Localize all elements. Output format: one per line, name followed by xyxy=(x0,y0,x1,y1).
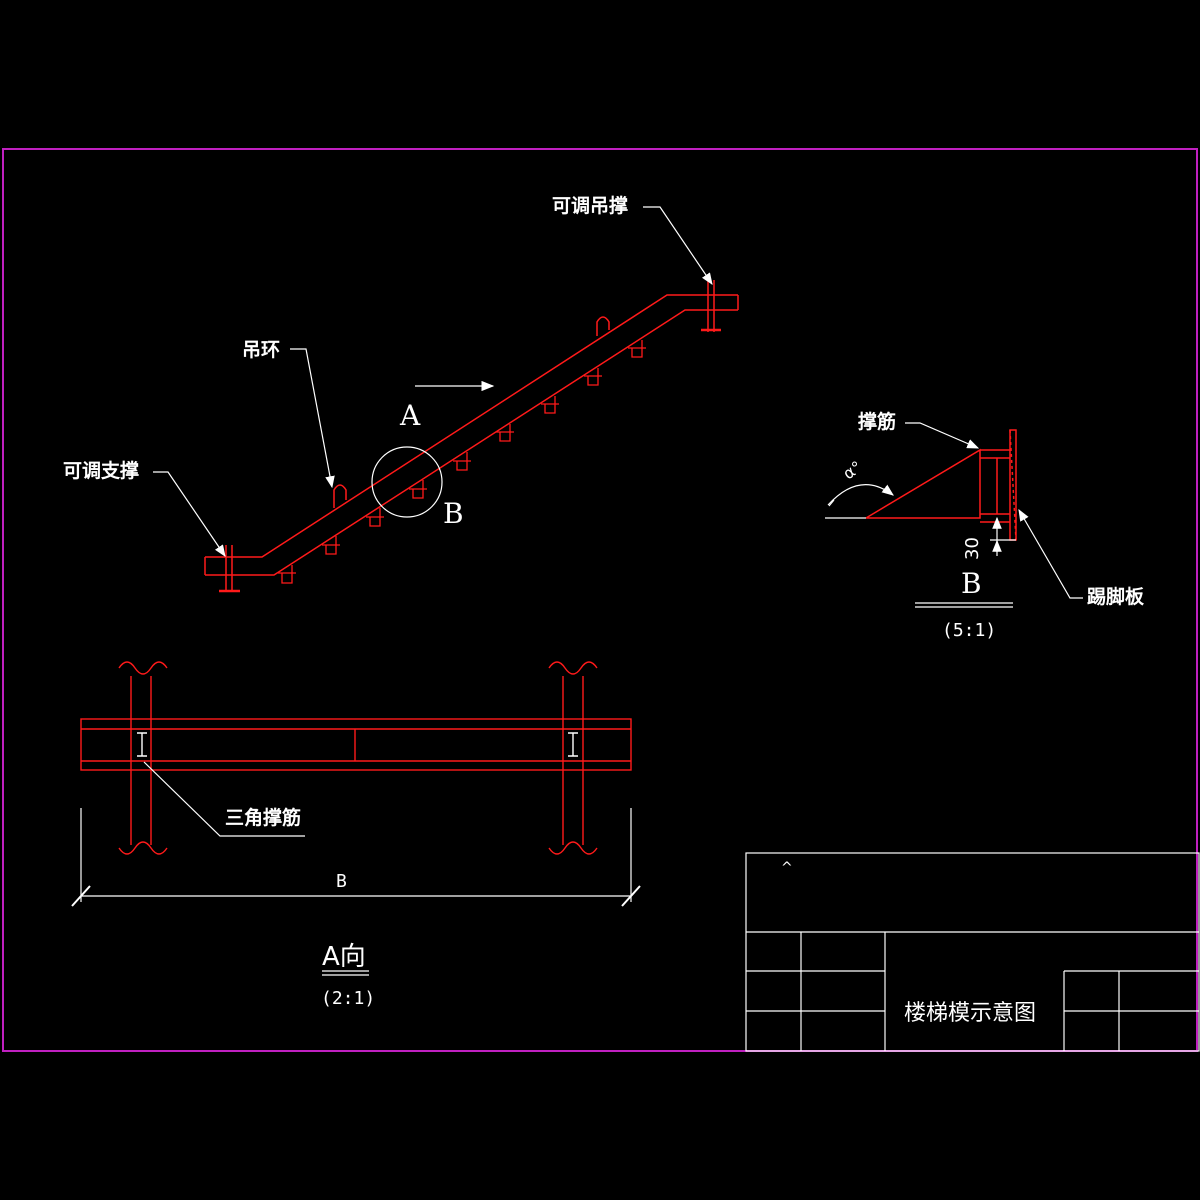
angle-arc xyxy=(827,484,894,506)
adjustable-support-post xyxy=(219,545,240,593)
title-block xyxy=(745,852,1200,1052)
lifting-ring-lower xyxy=(333,484,347,508)
dimension-30: 30 xyxy=(962,537,983,560)
detail-b-marker: B xyxy=(443,497,464,530)
brace-bar-label: 撑筋 xyxy=(858,410,896,433)
detail-b-circle xyxy=(371,446,443,518)
view-a-title: A向 xyxy=(322,942,366,972)
width-dimension-label: B xyxy=(336,871,347,892)
kick-board-label: 踢脚板 xyxy=(1087,585,1145,608)
detail-b-view: α° 30 撑筋 踢脚板 B (5:1) xyxy=(825,410,1145,641)
view-a: 三角撑筋 B A向 (2:1) xyxy=(71,661,641,1009)
stair-formwork-main-view xyxy=(204,280,739,593)
drawing-border xyxy=(2,148,1198,1052)
detail-b-scale: (5:1) xyxy=(942,620,996,641)
step-brackets xyxy=(278,340,646,584)
lifting-ring-leader xyxy=(290,348,335,489)
triangle-brace-label: 三角撑筋 xyxy=(225,806,301,829)
brace-bar-leader xyxy=(905,422,980,449)
triangle-brace-leader xyxy=(143,761,305,837)
i-section-right xyxy=(568,732,578,757)
tread-outer xyxy=(80,718,632,771)
stringer-top-line xyxy=(205,294,738,558)
stringer-bottom-line xyxy=(205,309,738,576)
drawing-title: 楼梯模示意图 xyxy=(904,1001,1036,1026)
i-section-left xyxy=(137,732,147,757)
brace-triangle xyxy=(865,448,981,519)
stringer-left xyxy=(118,661,168,855)
adjustable-hanger-post xyxy=(701,280,721,332)
lifting-ring-label: 吊环 xyxy=(242,339,280,361)
view-a-marker: A xyxy=(399,399,421,432)
detail-b-title: B xyxy=(961,567,982,600)
adjustable-support-label: 可调支撑 xyxy=(63,459,139,482)
hanger-leader xyxy=(643,206,713,285)
adjustable-hanger-label: 可调吊撑 xyxy=(552,194,628,217)
stringer-right xyxy=(548,661,598,855)
angle-label: α° xyxy=(839,457,865,483)
support-leader xyxy=(153,471,226,557)
lifting-ring-upper xyxy=(596,316,610,336)
title-block-mark: ^ xyxy=(781,860,793,876)
kick-board-leader xyxy=(1018,508,1083,599)
view-a-scale: (2:1) xyxy=(321,988,375,1009)
